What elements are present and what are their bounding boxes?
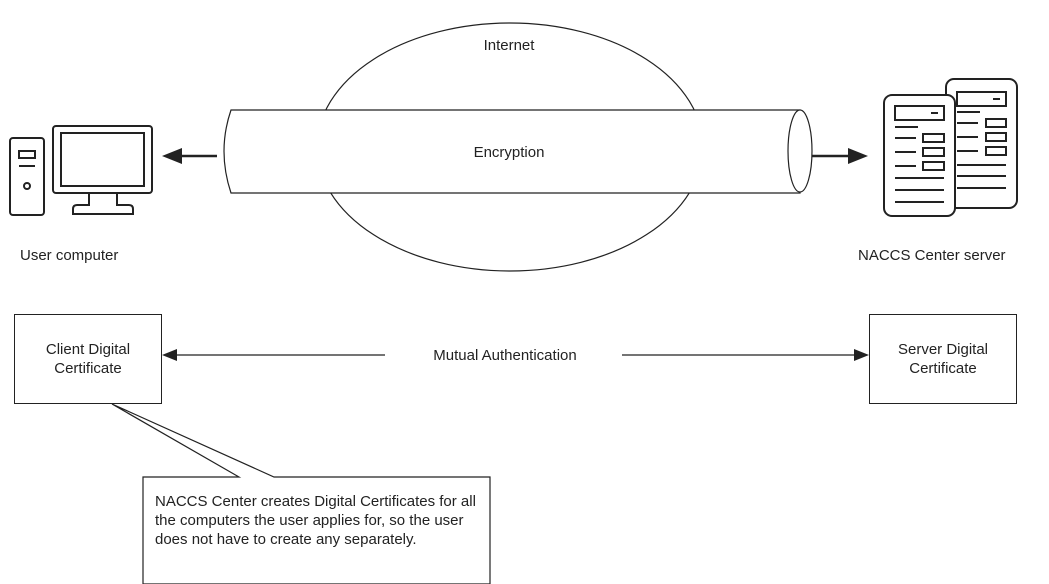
callout-text: NACCS Center creates Digital Certificate… — [155, 493, 476, 548]
server-certificate-label: Server Digital Certificate — [897, 341, 989, 377]
encryption-label: Encryption — [474, 144, 545, 161]
desktop-computer-icon — [9, 125, 153, 216]
internet-label: Internet — [484, 37, 536, 54]
mutual-auth-right-arrow — [622, 349, 869, 361]
right-connection-arrow — [812, 148, 868, 164]
callout-shape — [111, 403, 491, 584]
user-computer-label: User computer — [20, 247, 118, 264]
server-icon — [883, 78, 1018, 217]
server-label: NACCS Center server — [858, 247, 1006, 264]
encryption-tunnel — [223, 109, 813, 194]
mutual-authentication-label: Mutual Authentication — [433, 347, 576, 364]
client-digital-certificate-box: Client Digital Certificate — [14, 314, 162, 404]
left-connection-arrow — [162, 148, 217, 164]
server-digital-certificate-box: Server Digital Certificate — [869, 314, 1017, 404]
mutual-auth-left-arrow — [162, 349, 385, 361]
client-certificate-label: Client Digital Certificate — [45, 341, 131, 377]
